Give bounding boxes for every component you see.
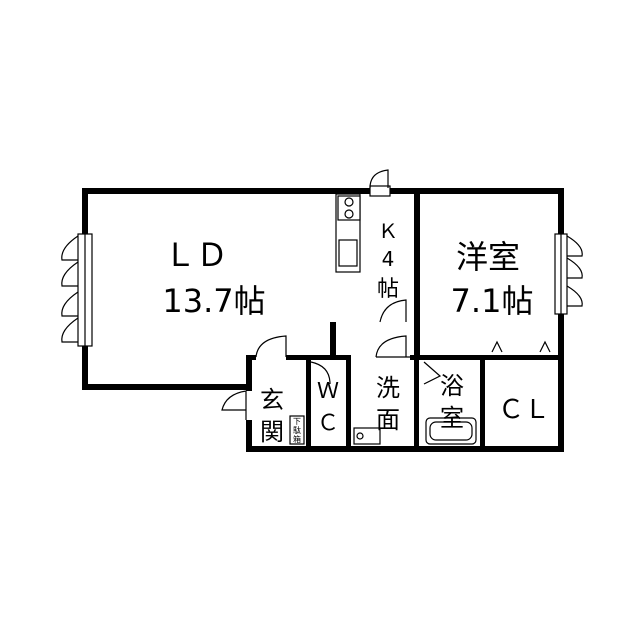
entrance-char2: 関 — [260, 418, 284, 446]
western-size: 7.1帖 — [451, 282, 534, 320]
western-name: 洋室 — [456, 238, 520, 276]
bath-char2: 室 — [440, 404, 464, 432]
ld-name: ＬＤ — [164, 236, 228, 274]
shoe-box-char2: 駄 — [293, 425, 301, 435]
washroom-label: 洗 面 — [376, 374, 400, 434]
wc-label: Ｗ Ｃ — [317, 379, 339, 436]
kitchen-size-unit: 帖 — [377, 277, 399, 302]
kitchen-top-door — [369, 169, 391, 197]
washbasin-icon — [353, 427, 381, 445]
wc-char1: Ｗ — [317, 379, 339, 404]
shoe-box-label: 下 駄 箱 — [293, 417, 301, 444]
washroom-char1: 洗 — [376, 374, 400, 402]
ld-size: 13.7帖 — [162, 282, 265, 320]
entrance-char1: 玄 — [260, 386, 284, 414]
closet-name: ＣＬ — [498, 395, 550, 425]
kitchen-label: Ｋ 4 帖 — [377, 219, 399, 302]
ld-label: ＬＤ 13.7帖 — [162, 236, 265, 320]
outer-walls — [82, 188, 564, 452]
shoe-box-char1: 下 — [293, 417, 301, 426]
kitchen-size-num: 4 — [382, 247, 395, 271]
door-swings — [221, 299, 551, 420]
wc-char2: Ｃ — [317, 411, 339, 436]
bath-char1: 浴 — [440, 372, 464, 400]
kitchen-name: Ｋ — [378, 219, 398, 243]
window-left — [61, 233, 93, 347]
western-label: 洋室 7.1帖 — [451, 238, 534, 320]
shoe-box-char3: 箱 — [293, 434, 301, 444]
closet-label: ＣＬ — [498, 395, 550, 425]
window-right — [554, 233, 583, 315]
bath-label: 浴 室 — [440, 372, 464, 432]
shoe-box — [289, 415, 305, 445]
washroom-char2: 面 — [376, 406, 400, 434]
stove-icon — [337, 195, 361, 221]
entrance-label: 玄 関 — [260, 386, 284, 446]
bathtub-icon — [425, 417, 477, 445]
